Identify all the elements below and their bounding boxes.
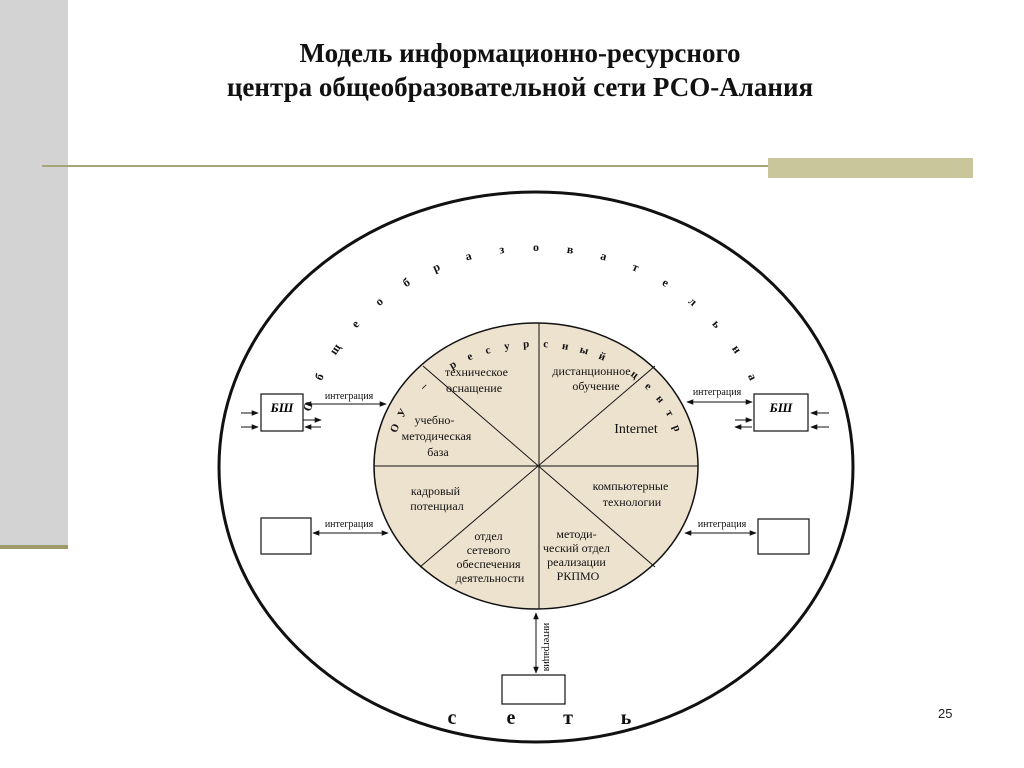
inner-arc-char: у [503,340,511,353]
outer-arc-char: б [312,371,327,382]
sector-distance-line-1: дистанционное [552,364,630,378]
outer-arc-char: щ [326,340,344,357]
title-rule-thin [42,165,973,167]
outer-arc-char: е [348,317,362,331]
sector-personnel-line-2: потенциал [410,499,464,513]
sector-methdept-line-2: ческий отдел [543,541,610,555]
outer-arc-char: а [745,371,760,382]
outer-arc-char: з [498,242,505,257]
inner-arc-char: р [447,358,458,371]
sector-internet: Internet [614,422,658,437]
outer-arc-char: в [566,242,575,257]
bottom-network-char: е [507,707,516,729]
sector-distance-line-2: обучение [572,379,619,393]
bottom-network-char: т [563,707,573,729]
inner-arc-char: с [484,344,492,357]
sector-methodical-line-3: база [427,445,449,459]
outer-arc-char: н [729,342,745,356]
integration-links [304,399,757,674]
inner-arc-char: е [642,380,654,392]
node-school-left [260,517,312,555]
sector-methdept-line-4: РКПМО [557,569,600,583]
title-rule-accent [768,158,973,178]
outer-arc-char: а [599,248,608,263]
sector-computer-line-2: технологии [603,495,662,509]
link-top-right-label: интеграция [693,387,742,398]
sector-methdept-line-3: реализации [547,555,606,569]
outer-arc-char: т [630,260,641,275]
sector-network-line-1: отдел [474,529,502,543]
outer-arc-char: о [372,294,385,309]
outer-arc-char: б [400,275,412,290]
outer-arc-char: ь [709,317,724,332]
sector-distance-learning: дистанционное обучение [552,364,633,393]
sector-methodical-dept: методи- ческий отдел реализации РКПМО [543,527,613,583]
node-bsh-right-label: БШ [769,400,793,415]
sector-methodical-base: учебно- методическая база [402,413,475,459]
link-top-left-label: интеграция [325,391,374,402]
page-number: 25 [938,706,953,721]
sector-network-line-3: обеспечения [456,557,521,571]
inner-arc-char: р [523,338,530,350]
outer-arc-char: а [464,248,473,263]
slide-title-line-1: Модель информационно-ресурсного [299,38,741,68]
node-bsh-left-label: БШ [270,400,294,415]
inner-arc-char: е [465,350,474,363]
sector-methodical-line-2: методическая [402,429,472,443]
node-school-bottom [501,674,566,705]
network-outer-ellipse [217,190,855,744]
bottom-network-char: с [448,707,457,729]
node-bsh-left [260,393,304,432]
sector-methodical-line-1: учебно- [415,413,455,427]
sector-personnel-line-1: кадровый [411,484,461,498]
inner-arc-char: ы [578,344,590,358]
sector-computer-technologies: компьютерные технологии [593,479,672,509]
slide-title: Модель информационно-ресурсного центра о… [90,36,950,104]
sector-dividers [374,323,698,609]
link-mid-left-label: интеграция [325,519,374,530]
inner-arc-char: р [670,423,683,433]
sector-technical-equipment: техническое оснащение [445,365,511,395]
sector-technical-line-1: техническое [445,365,508,379]
sector-methdept-line-1: методи- [556,527,596,541]
sector-personnel-potential: кадровый потенциал [410,484,464,513]
node-bsh-right [753,393,809,432]
inner-arc-char: н [561,340,570,353]
sector-labels: техническое оснащение дистанционное обуч… [402,364,672,585]
link-bottom-label: интеграция [541,623,552,672]
outer-arc-char: е [660,275,672,290]
inner-arc-char: т [663,408,676,419]
outer-arc-char: л [686,294,700,309]
sector-computer-line-1: компьютерные [593,479,669,493]
slide-title-line-2: центра общеобразовательной сети РСО-Алан… [226,72,814,102]
outer-arc-char: о [533,240,539,254]
sector-network-line-2: сетевого [467,543,511,557]
side-decor-bar [0,0,68,549]
node-school-right [757,518,810,555]
external-arrows [241,410,829,430]
link-mid-right-label: интеграция [698,519,747,530]
bottom-network-char: ь [621,707,632,729]
sector-network-line-4: деятельности [456,571,525,585]
sector-technical-line-2: оснащение [446,381,502,395]
outer-arc-char: р [430,259,442,275]
inner-arc-char: с [543,338,549,350]
inner-arc-char: й [597,350,608,364]
sector-network-support: отдел сетевого обеспечения деятельности [456,529,525,585]
